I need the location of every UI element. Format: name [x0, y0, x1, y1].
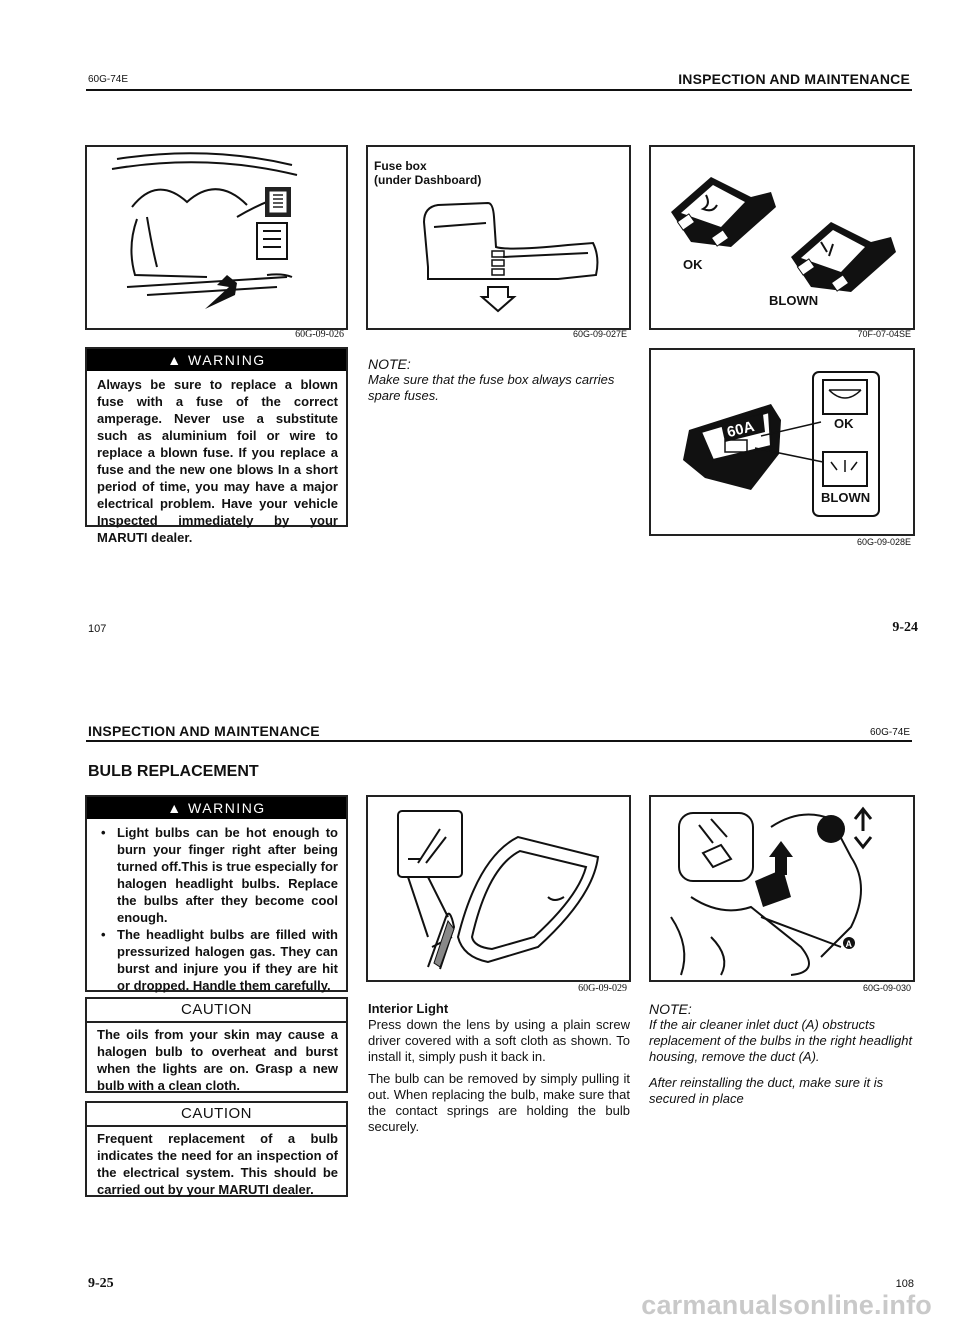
- warning-heading: ▲ WARNING: [87, 349, 346, 371]
- figure-label-ok: OK: [834, 416, 854, 431]
- figure-caption: 60G-09-026: [295, 329, 344, 340]
- page2-header-title: INSPECTION AND MAINTENANCE: [88, 723, 320, 739]
- figure-caption: 60G-09-030: [862, 983, 911, 993]
- figure-caption: 60G-09-029: [578, 983, 627, 994]
- warning-item: Light bulbs can be hot enough to burn yo…: [101, 824, 338, 926]
- figure-label-ok: OK: [683, 257, 703, 272]
- caution-box: CAUTION Frequent replacement of a bulb i…: [85, 1101, 348, 1197]
- warning-box: ▲ WARNING Always be sure to replace a bl…: [85, 347, 348, 545]
- page1-number-right: 9-24: [892, 620, 918, 635]
- svg-text:A: A: [846, 939, 853, 949]
- figure-blade-fuses: OK BLOWN: [649, 145, 915, 330]
- note-text: After reinstalling the duct, make sure i…: [649, 1075, 884, 1106]
- warning-heading: ▲ WARNING: [87, 797, 346, 819]
- warning-item: The headlight bulbs are filled with pres…: [101, 926, 338, 994]
- figure-caption: 60G-09-027E: [572, 329, 627, 339]
- figure-caption: 70F-07-04SE: [857, 329, 911, 339]
- page1-header-rule: [86, 89, 912, 91]
- note-label: NOTE:: [649, 1001, 692, 1017]
- figure-air-cleaner-duct: A: [649, 795, 915, 982]
- caution-text: The oils from your skin may cause a halo…: [97, 1027, 338, 1093]
- figure-label-blown: BLOWN: [821, 490, 871, 505]
- caution-heading: CAUTION: [87, 1103, 346, 1127]
- figure-interior-light: [366, 795, 631, 982]
- figure-fuse-box: Fuse box (under Dashboard): [366, 145, 631, 330]
- interior-light-para2: The bulb can be removed by simply pullin…: [368, 1071, 630, 1134]
- watermark: carmanualsonline.info: [641, 1290, 932, 1320]
- page2-number-left: 9-25: [88, 1276, 114, 1291]
- figure-caption: 60G-09-028E: [856, 537, 911, 547]
- caution-heading: CAUTION: [87, 999, 346, 1023]
- page1-header-title: INSPECTION AND MAINTENANCE: [678, 71, 910, 87]
- note-label: NOTE:: [368, 356, 411, 372]
- figure-60a-fuse: 60A OK BLOWN: [649, 348, 915, 536]
- page2-header-rule: [86, 740, 912, 742]
- warning-triangle-icon: ▲: [167, 800, 183, 816]
- page1-number-left: 107: [88, 623, 107, 635]
- note-text: If the air cleaner inlet duct (A) obstru…: [649, 1017, 913, 1064]
- note-text: Make sure that the fuse box always carri…: [368, 372, 615, 403]
- warning-box: ▲ WARNING Light bulbs can be hot enough …: [85, 795, 348, 993]
- figure-dashboard: [85, 145, 348, 330]
- interior-light-title: Interior Light: [368, 1001, 449, 1016]
- section-title: BULB REPLACEMENT: [88, 763, 259, 780]
- warning-text: Always be sure to replace a blown fuse w…: [97, 377, 338, 545]
- page2-number-right: 108: [895, 1278, 914, 1290]
- page1-header-code: 60G-74E: [88, 74, 129, 85]
- interior-light-para1: Press down the lens by using a plain scr…: [368, 1017, 630, 1064]
- caution-box: CAUTION The oils from your skin may caus…: [85, 997, 348, 1093]
- svg-text:60A: 60A: [725, 418, 756, 441]
- figure-label-blown: BLOWN: [769, 293, 819, 308]
- warning-list: Light bulbs can be hot enough to burn yo…: [87, 819, 346, 996]
- figure-label: Fuse box: [374, 159, 427, 173]
- figure-label: (under Dashboard): [374, 173, 482, 187]
- warning-triangle-icon: ▲: [167, 352, 183, 368]
- caution-text: Frequent replacement of a bulb indicates…: [97, 1131, 338, 1197]
- page2-header-code: 60G-74E: [869, 727, 910, 738]
